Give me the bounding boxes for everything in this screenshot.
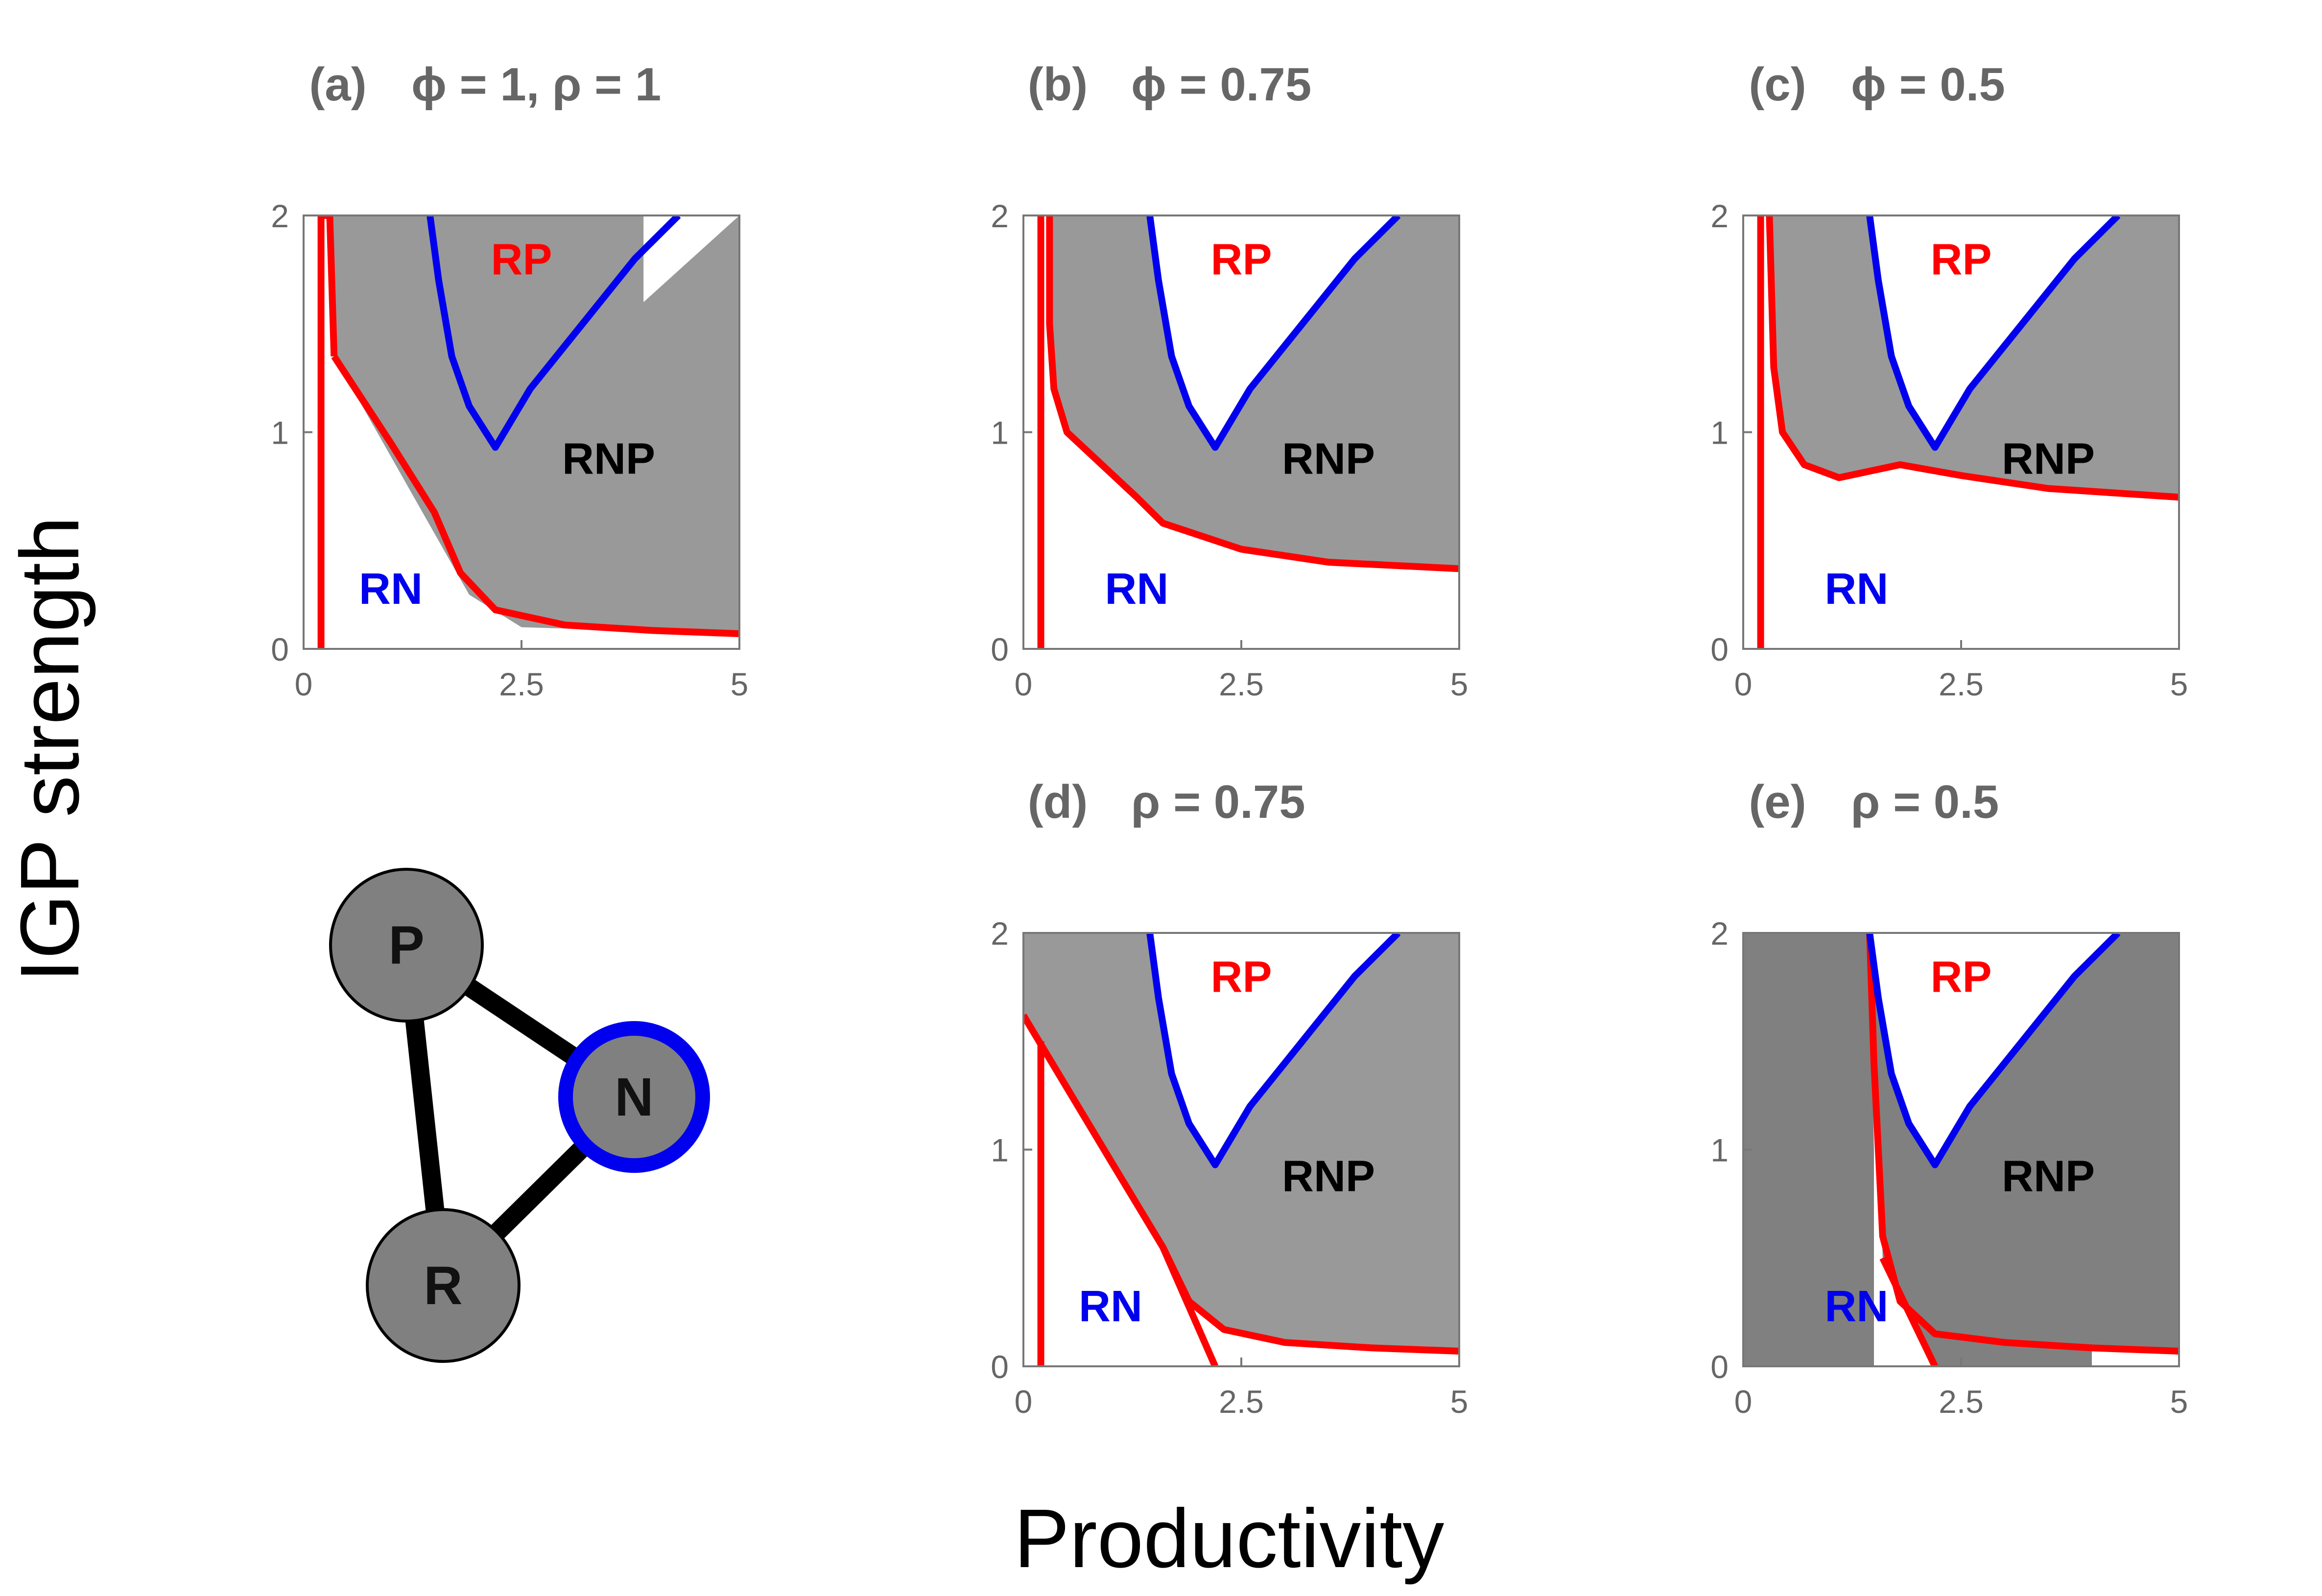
- panel-c-ytick-label: 1: [1710, 415, 1729, 451]
- node-p-label: P: [388, 915, 424, 976]
- panel-e-red-boundary: [1866, 933, 2179, 1355]
- panel-c-letter: (c): [1749, 58, 1806, 111]
- panel-e-region-label-rnp: RNP: [2002, 1152, 2095, 1201]
- panel-a-region-label-rnp: RNP: [562, 435, 655, 484]
- panel-d-params: ρ = 0.75: [1131, 776, 1305, 828]
- panel-a-red-boundary: [331, 354, 739, 637]
- panel-a: RP RNP RN 0 2.5 5 0 1 2 (a) ϕ = 1, ρ = 1: [271, 58, 748, 702]
- panel-a-ytick-label: 0: [271, 631, 289, 667]
- node-r-circle: [366, 1208, 521, 1363]
- panel-c-region-label-rp: RP: [1930, 236, 1991, 285]
- panel-a-letter: (a): [309, 58, 366, 111]
- panel-c-blue-boundary: [1866, 215, 2121, 451]
- panel-d-region-label-rn: RN: [1079, 1282, 1142, 1331]
- panel-d-letter: (d): [1028, 776, 1088, 828]
- panel-d-region-fill-0: [1023, 933, 1459, 1351]
- panel-a-xtick-label: 5: [731, 666, 749, 702]
- panel-d-red-branch: [1160, 1245, 1219, 1366]
- panel-d-ytick-label: 2: [991, 915, 1009, 952]
- panel-b-ytick-label: 1: [991, 415, 1009, 451]
- node-n-circle: [558, 1021, 710, 1173]
- panel-a-region-label-rp: RP: [491, 236, 552, 285]
- node-n-label: N: [615, 1067, 653, 1127]
- panel-a-plot-area: RP RNP RN: [317, 215, 739, 649]
- panel-e-region-fill-1: [1870, 933, 2179, 1366]
- panel-b: RP RNP RN 0 2.5 5 0 1 2 (b) ϕ = 0.75: [991, 58, 1468, 702]
- panel-d-xtick-label: 5: [1450, 1383, 1469, 1420]
- panel-e: RP RNP RN 0 2.5 5 0 1 2 (e) ρ = 0.5: [1710, 776, 2188, 1420]
- panel-b-xtick-label: 2.5: [1219, 666, 1264, 702]
- panel-d-ytick-label: 0: [991, 1349, 1009, 1385]
- x-axis-label: Productivity: [1014, 1492, 1445, 1585]
- y-axis-label: IGP strength: [3, 516, 96, 982]
- panel-e-plot-area: RP RNP RN: [1743, 933, 2179, 1366]
- panel-b-ytick-label: 0: [991, 631, 1009, 667]
- panel-a-params: ϕ = 1, ρ = 1: [411, 58, 661, 111]
- panel-a-xtick-label: 0: [295, 666, 313, 702]
- panel-c-params: ϕ = 0.5: [1851, 58, 2005, 111]
- node-r: R: [366, 1208, 521, 1363]
- panel-b-letter: (b): [1028, 58, 1088, 111]
- panel-a-ytick-label: 1: [271, 415, 289, 451]
- panel-b-xtick-label: 0: [1015, 666, 1033, 702]
- panel-b-region-label-rn: RN: [1105, 565, 1168, 614]
- panel-b-ytick-label: 2: [991, 198, 1009, 234]
- panel-e-region-label-rn: RN: [1824, 1282, 1888, 1331]
- panel-e-region-fill-0: [1743, 933, 1874, 1366]
- panel-e-blue-boundary: [1866, 933, 2121, 1168]
- panel-c-plot-area: RP RNP RN: [1757, 215, 2179, 649]
- panel-a-ytick-label: 2: [271, 198, 289, 234]
- node-r-label: R: [424, 1256, 462, 1316]
- panel-e-ytick-label: 1: [1710, 1132, 1729, 1168]
- node-p: P: [329, 868, 484, 1023]
- panel-b-xtick-label: 5: [1450, 666, 1469, 702]
- panel-b-red-boundary: [1046, 215, 1459, 572]
- panel-e-ytick-label: 0: [1710, 1349, 1729, 1385]
- panel-a-region-fill-0: [330, 215, 739, 634]
- panel-a-region-label-rn: RN: [359, 565, 423, 614]
- panel-d-xtick-label: 0: [1015, 1383, 1033, 1420]
- panel-c-xtick-label: 5: [2170, 666, 2188, 702]
- panel-d-xtick-label: 2.5: [1219, 1383, 1264, 1420]
- panel-b-region-fill-0: [1049, 215, 1459, 569]
- panel-a-red-vertical-boundary: [317, 215, 338, 649]
- panel-c-xtick-label: 2.5: [1939, 666, 1984, 702]
- panel-b-region-label-rnp: RNP: [1282, 435, 1375, 484]
- panel-d-region-label-rnp: RNP: [1282, 1152, 1375, 1201]
- food-web-diagram: P N R: [329, 868, 710, 1363]
- panel-c-ytick-label: 2: [1710, 198, 1729, 234]
- panel-d-region-label-rp: RP: [1210, 953, 1272, 1002]
- panel-e-xtick-label: 2.5: [1939, 1383, 1984, 1420]
- panel-e-letter: (e): [1749, 776, 1806, 828]
- panel-c-region-label-rnp: RNP: [2002, 435, 2095, 484]
- panel-c-region-fill-0: [1769, 215, 2179, 498]
- panel-c-region-label-rn: RN: [1824, 565, 1888, 614]
- panel-d-red-boundary: [1023, 1013, 1459, 1355]
- panel-c-ytick-label: 0: [1710, 631, 1729, 667]
- panel-e-red-branch: [1879, 1256, 1938, 1366]
- panel-c-red-boundary: [1766, 215, 2179, 501]
- panel-b-region-label-rp: RP: [1210, 236, 1272, 285]
- panel-a-xtick-label: 2.5: [499, 666, 544, 702]
- panel-c-xtick-label: 0: [1734, 666, 1753, 702]
- node-n: N: [558, 1021, 710, 1173]
- panel-e-params: ρ = 0.5: [1851, 776, 1999, 828]
- panel-c: RP RNP RN 0 2.5 5 0 1 2 (c) ϕ = 0.5: [1710, 58, 2188, 702]
- panel-b-blue-boundary: [1146, 215, 1401, 451]
- panel-e-xtick-label: 0: [1734, 1383, 1753, 1420]
- panel-b-params: ϕ = 0.75: [1131, 58, 1311, 111]
- panel-d-plot-area: RP RNP RN: [1023, 933, 1459, 1366]
- node-p-circle: [329, 868, 484, 1023]
- panel-d-ytick-label: 1: [991, 1132, 1009, 1168]
- panel-d-blue-boundary: [1146, 933, 1401, 1168]
- panel-e-xtick-label: 5: [2170, 1383, 2188, 1420]
- panel-e-region-label-rp: RP: [1930, 953, 1991, 1002]
- panel-b-plot-area: RP RNP RN: [1037, 215, 1459, 649]
- panel-a-blue-boundary: [426, 215, 681, 451]
- panel-d: RP RNP RN 0 2.5 5 0 1 2 (d) ρ = 0.75: [991, 776, 1468, 1420]
- panel-e-ytick-label: 2: [1710, 915, 1729, 952]
